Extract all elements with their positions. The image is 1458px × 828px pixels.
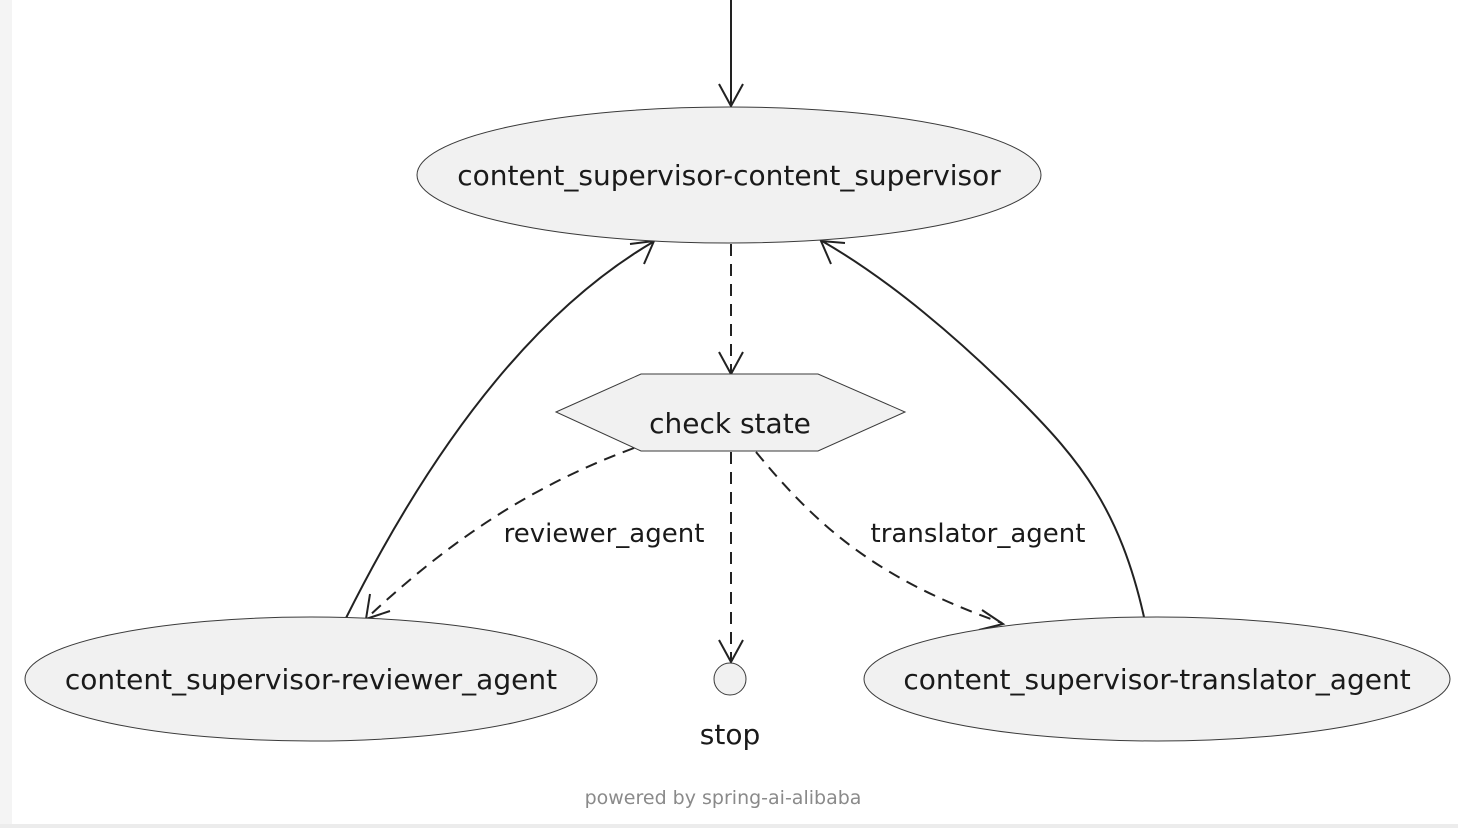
left-frame-strip — [0, 0, 12, 828]
node-stop: stop — [700, 662, 760, 751]
node-supervisor-label: content_supervisor-content_supervisor — [457, 159, 1001, 192]
edge-label-reviewer-agent: reviewer_agent — [504, 519, 705, 549]
stop-circle-icon — [713, 662, 747, 696]
edge-check-state-to-stop — [718, 452, 744, 665]
node-reviewer: content_supervisor-reviewer_agent — [24, 616, 598, 742]
node-reviewer-label: content_supervisor-reviewer_agent — [65, 663, 557, 696]
node-supervisor: content_supervisor-content_supervisor — [416, 106, 1042, 244]
edge-supervisor-to-check-state — [718, 244, 744, 377]
edge-entry — [718, 0, 744, 109]
edge-translator-to-supervisor — [819, 239, 1145, 618]
node-check-state: check state — [554, 373, 907, 452]
node-stop-label: stop — [700, 718, 760, 751]
node-check-state-label: check state — [649, 407, 811, 440]
node-translator-label: content_supervisor-translator_agent — [903, 663, 1410, 696]
bottom-frame-strip — [0, 824, 1458, 828]
footer-credit: powered by spring-ai-alibaba — [585, 787, 862, 809]
node-translator: content_supervisor-translator_agent — [863, 616, 1451, 742]
edge-label-translator-agent: translator_agent — [871, 519, 1086, 549]
